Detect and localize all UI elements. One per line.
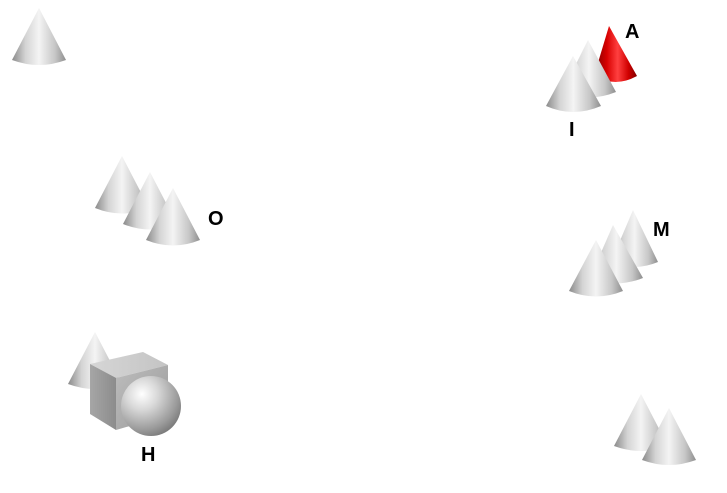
cone-top-left bbox=[12, 8, 66, 65]
cone-gray bbox=[95, 156, 149, 214]
shape-group-h bbox=[68, 332, 181, 436]
cone-group-m bbox=[569, 210, 658, 297]
cone-group-o bbox=[95, 156, 200, 246]
cone-red bbox=[594, 26, 637, 82]
cone-gray bbox=[642, 408, 696, 465]
cone-gray bbox=[546, 56, 601, 112]
label-m: M bbox=[653, 219, 670, 241]
cone-gray bbox=[569, 240, 623, 297]
cone-group-bottom-right bbox=[614, 394, 696, 465]
label-a: A bbox=[625, 21, 640, 43]
cone-group-top-right bbox=[546, 26, 637, 112]
label-o: O bbox=[208, 208, 224, 230]
cone-gray bbox=[146, 188, 200, 246]
label-i: I bbox=[569, 119, 575, 141]
label-h: H bbox=[141, 444, 156, 466]
sphere bbox=[121, 376, 181, 436]
